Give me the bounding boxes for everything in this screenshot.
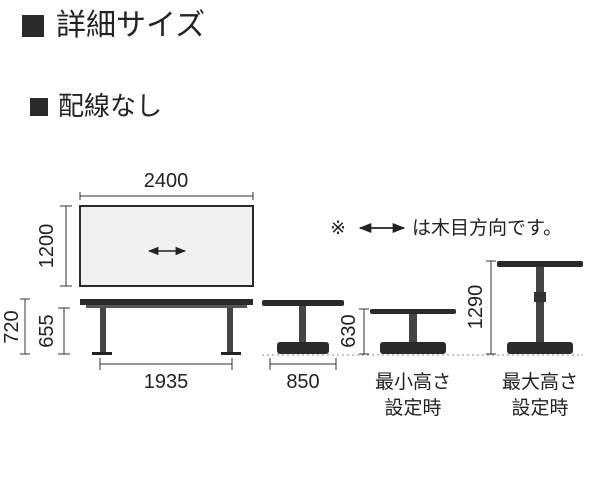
min-height-table: 630 最小高さ 設定時 xyxy=(338,308,456,419)
round-base xyxy=(277,342,329,354)
grain-note: ※ は木目方向です。 xyxy=(330,217,562,239)
dim-max-height: 1290 xyxy=(465,285,487,330)
section-title-text: 詳細サイズ xyxy=(56,8,206,43)
round-column xyxy=(299,306,306,342)
subsection-title: 配線なし xyxy=(30,90,162,124)
label-min-line1: 最小高さ xyxy=(375,371,451,393)
tabletop-edge xyxy=(80,299,253,305)
max-tabletop xyxy=(497,261,583,267)
dim-round-dia: 850 xyxy=(286,371,319,393)
table-side-view: 720 655 1935 xyxy=(1,298,253,393)
square-bullet-icon xyxy=(22,15,44,37)
max-column-joint xyxy=(534,292,546,302)
note-text: は木目方向です。 xyxy=(412,217,562,239)
leg-left xyxy=(100,308,106,354)
section-title: 詳細サイズ xyxy=(22,6,205,46)
foot-left xyxy=(92,352,112,355)
tabletop-frame xyxy=(86,305,247,308)
label-max-line1: 最大高さ xyxy=(502,371,578,393)
foot-right xyxy=(221,352,241,355)
table-top-view: 2400 1200 xyxy=(36,170,254,287)
min-base xyxy=(380,342,446,354)
square-bullet-icon xyxy=(30,98,48,116)
max-column xyxy=(536,267,544,342)
label-max-line2: 設定時 xyxy=(511,397,568,419)
note-mark: ※ xyxy=(330,217,346,239)
dim-height-total: 720 xyxy=(1,310,23,343)
leg-right xyxy=(227,308,233,354)
max-base xyxy=(507,342,573,354)
round-tabletop xyxy=(262,300,344,306)
dim-height-leg: 655 xyxy=(36,314,58,347)
label-min-line2: 設定時 xyxy=(384,397,441,419)
max-height-table: 1290 最大高さ 設定時 xyxy=(465,260,583,419)
subsection-title-text: 配線なし xyxy=(58,92,163,122)
dim-min-height: 630 xyxy=(338,314,360,347)
table-top-surface xyxy=(79,205,254,287)
dim-width-top: 2400 xyxy=(144,170,189,192)
dim-leg-span: 1935 xyxy=(144,371,189,393)
min-tabletop xyxy=(370,309,456,314)
min-column xyxy=(409,314,417,342)
round-table-view: 850 xyxy=(262,300,344,393)
dim-depth-top: 1200 xyxy=(36,224,58,269)
